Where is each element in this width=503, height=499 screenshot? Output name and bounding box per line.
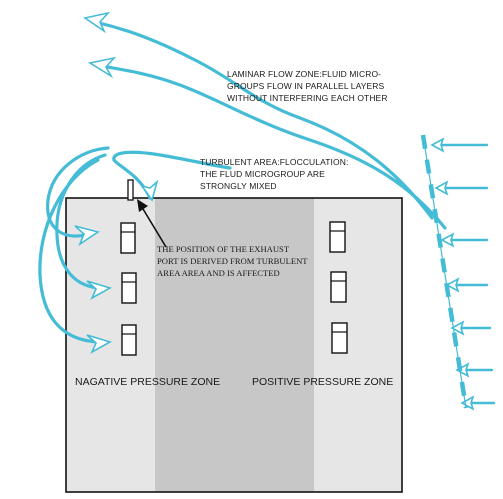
exhaust-note-line-1: THE POSITION OF THE EXHAUST [157,244,290,254]
exhaust-pointer-arrow [137,199,167,248]
window [121,324,137,356]
turbulent-note-line-1: TURBULENT AREA:FLOCCULATION: [200,157,348,167]
windows-right [329,221,348,354]
positive-zone-label: POSITIVE PRESSURE ZONE [252,376,393,388]
laminar-flow-arrows [83,11,447,230]
inflow-arrows [430,137,496,411]
laminar-note-line-1: LAMINAR FLOW ZONE:FLUID MICRO- [227,69,381,79]
window [120,222,136,254]
window [329,221,346,253]
negative-zone-label: NAGATIVE PRESSURE ZONE [75,376,220,388]
exhaust-note-line-2: PORT IS DERIVED FROM TURBULENT [157,256,308,266]
negative-pressure-zone [66,198,155,492]
turbulent-note-line-3: STRONGLY MIXED [200,181,277,191]
central-corridor [155,198,314,492]
turbulent-note-line-2: THE FLUD MICROGROUP ARE [200,169,325,179]
window [331,322,348,354]
turbulent-flow-arrows [38,146,232,354]
exhaust-port [127,179,134,201]
laminar-note-line-3: WITHOUT INTERFERING EACH OTHER [227,93,388,103]
window [121,272,137,304]
windows-left [120,222,137,356]
positive-pressure-zone [314,198,402,492]
laminar-note-line-2: GROUPS FLOW IN PARALLEL LAYERS [227,81,385,91]
window [330,271,347,303]
exhaust-note-line-3: AREA AREA AND IS AFFECTED [157,268,280,278]
flow-boundary-dashes [420,134,469,409]
building-plan [65,197,403,493]
building-outline [65,197,403,493]
